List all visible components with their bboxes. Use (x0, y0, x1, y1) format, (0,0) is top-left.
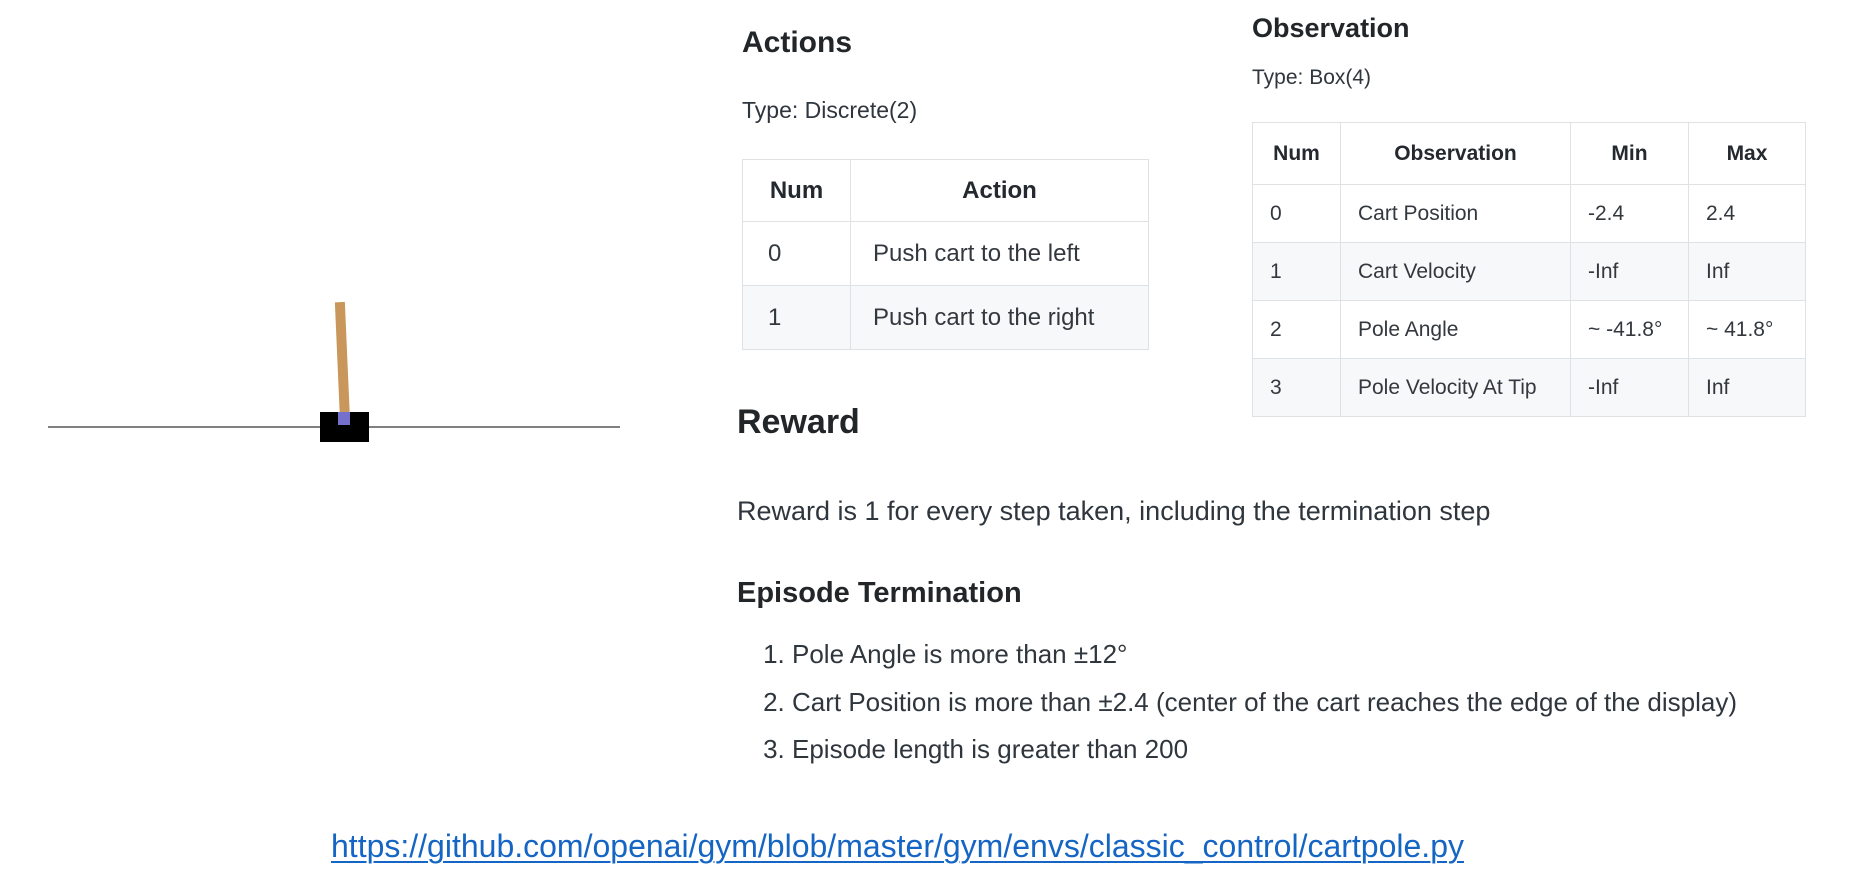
reward-text: Reward is 1 for every step taken, includ… (737, 496, 1491, 526)
column-header: Num (1252, 122, 1341, 185)
table-cell: Cart Velocity (1340, 242, 1571, 301)
table-cell: 3 (1252, 358, 1341, 417)
table-cell: 2 (1252, 300, 1341, 359)
github-source-link[interactable]: https://github.com/openai/gym/blob/maste… (331, 828, 1464, 864)
list-item: Episode length is greater than 200 (792, 733, 1737, 766)
table-cell: Cart Position (1340, 184, 1571, 243)
list-item: Cart Position is more than ±2.4 (center … (792, 686, 1737, 719)
table-cell: 0 (742, 221, 851, 286)
table-cell: Push cart to the right (850, 285, 1149, 350)
column-header: Observation (1340, 122, 1571, 185)
table-cell: 2.4 (1688, 184, 1806, 243)
column-header: Max (1688, 122, 1806, 185)
table-cell: Pole Angle (1340, 300, 1571, 359)
table-cell: 0 (1252, 184, 1341, 243)
column-header: Min (1570, 122, 1689, 185)
actions-heading: Actions (742, 26, 853, 59)
observation-heading: Observation (1252, 13, 1410, 43)
table-cell: -Inf (1570, 242, 1689, 301)
table-cell: Pole Velocity At Tip (1340, 358, 1571, 417)
table-cell: Push cart to the left (850, 221, 1149, 286)
table-cell: 1 (1252, 242, 1341, 301)
table-cell: ~ -41.8° (1570, 300, 1689, 359)
pole-axle (338, 412, 350, 425)
column-header: Num (742, 159, 851, 222)
table-cell: Inf (1688, 358, 1806, 417)
episode-termination-heading: Episode Termination (737, 577, 1022, 609)
episode-termination-list: Pole Angle is more than ±12° Cart Positio… (737, 638, 1737, 781)
observation-type-line: Type: Box(4) (1252, 66, 1372, 89)
list-item: Pole Angle is more than ±12° (792, 638, 1737, 671)
reward-heading: Reward (737, 403, 860, 441)
table-cell: -2.4 (1570, 184, 1689, 243)
column-header: Action (850, 159, 1149, 222)
table-cell: -Inf (1570, 358, 1689, 417)
actions-type-line: Type: Discrete(2) (742, 97, 918, 123)
link-row: https://github.com/openai/gym/blob/maste… (0, 828, 1795, 865)
table-cell: ~ 41.8° (1688, 300, 1806, 359)
pole (334, 301, 350, 421)
table-cell: 1 (742, 285, 851, 350)
table-cell: Inf (1688, 242, 1806, 301)
